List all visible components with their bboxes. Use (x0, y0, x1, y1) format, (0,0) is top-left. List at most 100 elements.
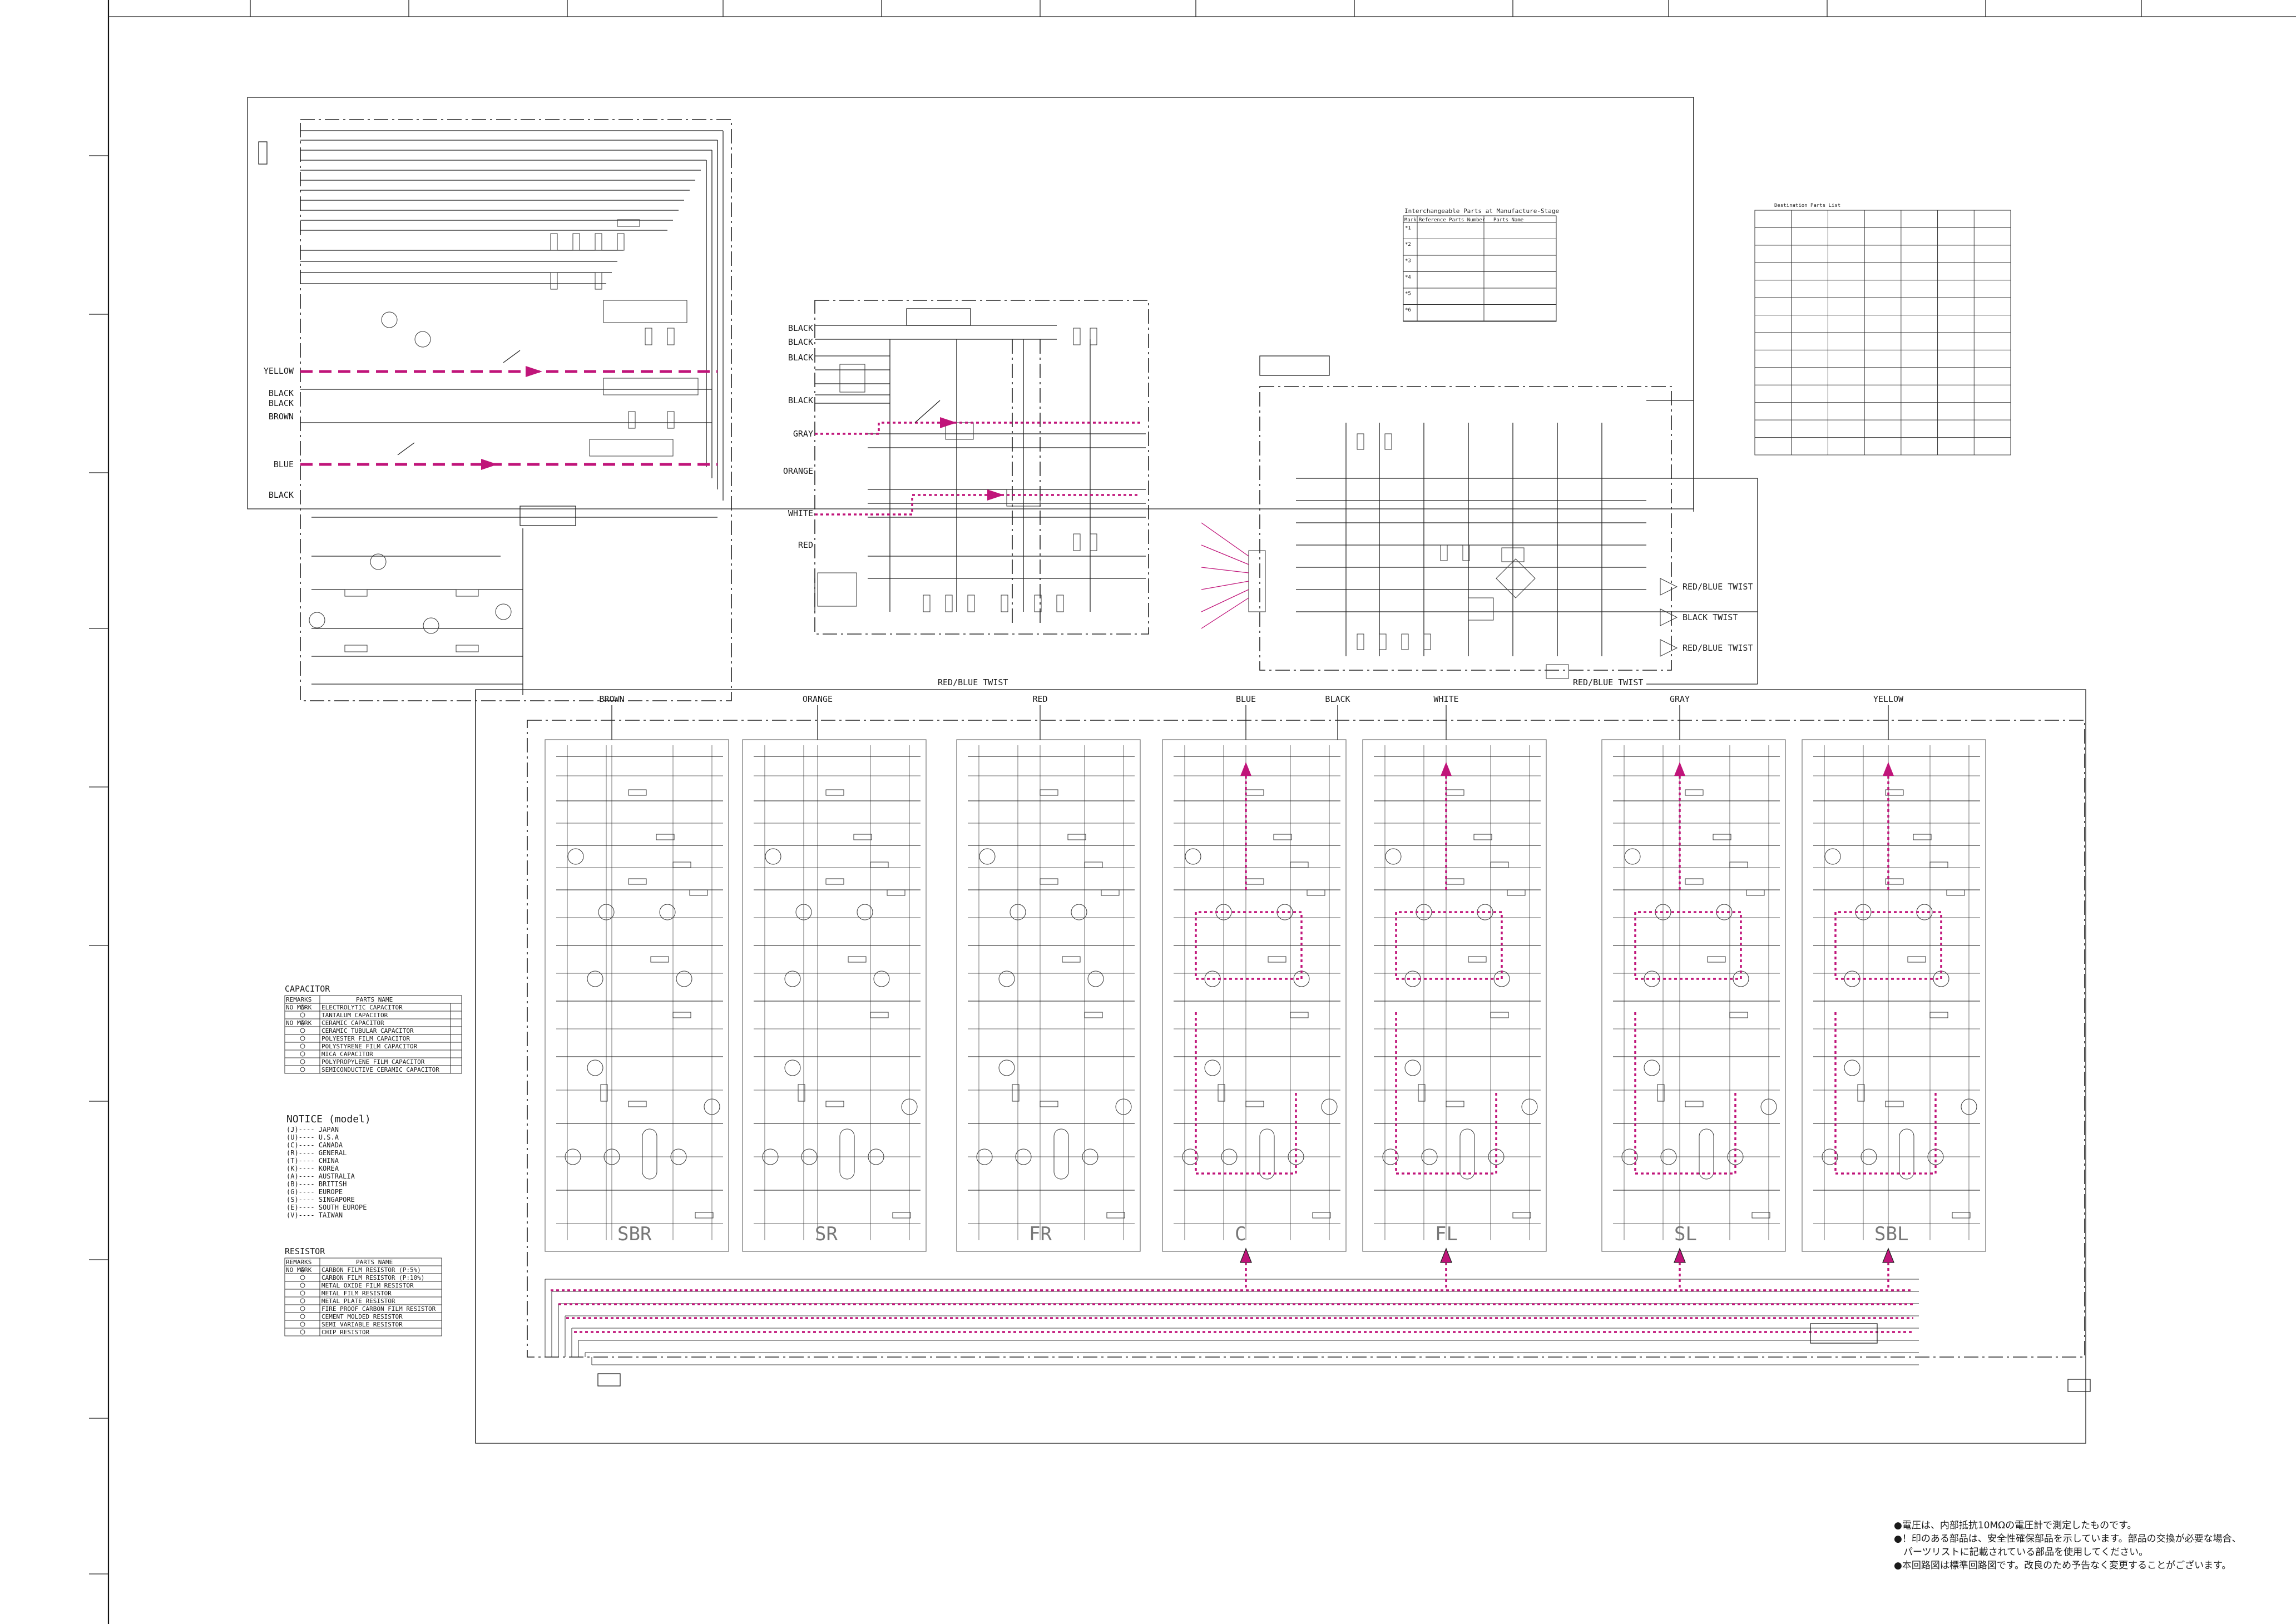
destination-table-title: Destination Parts List (1774, 203, 1840, 209)
capacitor-name-4: POLYESTER FILM CAPACITOR (321, 1035, 410, 1042)
notice-title: NOTICE (model) (286, 1113, 371, 1125)
amp-input-label-7: YELLOW (1873, 694, 1904, 704)
notice-item-5: (K)---- KOREA (286, 1165, 339, 1172)
input-wire-black-1: BLACK (269, 388, 294, 398)
channel-block-sbl: SBL (1802, 739, 1986, 1252)
capacitor-legend-header-remarks: REMARKS (286, 996, 311, 1003)
resistor-legend-title: RESISTOR (285, 1246, 325, 1256)
notice-item-2: (C)---- CANADA (286, 1141, 343, 1149)
interchangeable-row-mark-0: *1 (1405, 226, 1411, 231)
channel-block-fl: FL (1362, 739, 1547, 1252)
twist-label-red-blue-2: RED/BLUE TWIST (1683, 643, 1753, 653)
mid-wire-gray: GRAY (793, 429, 813, 439)
amp-input-label-1: ORANGE (803, 694, 833, 704)
capacitor-remark-0: NO MARK (286, 1004, 312, 1011)
interchangeable-parts-table: Interchangeable Parts at Manufacture-Sta… (1403, 207, 1559, 322)
channel-block-fr: FR (956, 739, 1141, 1252)
destination-parts-table: Destination Parts List (1754, 203, 2011, 455)
interchangeable-row-mark-1: *2 (1405, 242, 1411, 247)
twist-label-black: BLACK TWIST (1683, 612, 1738, 622)
mid-wire-black-4: BLACK (788, 395, 813, 405)
channel-block-sbr: SBR (545, 739, 729, 1252)
notice-item-7: (B)---- BRITISH (286, 1180, 347, 1188)
input-wire-black-3: BLACK (269, 490, 294, 500)
notice-item-10: (E)---- SOUTH EUROPE (286, 1204, 367, 1211)
rectifier-board: RED/BLUE TWIST BLACK TWIST RED/BLUE TWIS… (938, 97, 1758, 687)
capacitor-name-5: POLYSTYRENE FILM CAPACITOR (321, 1043, 418, 1050)
resistor-remark-0: NO MARK (286, 1266, 312, 1274)
twist-label-center: RED/BLUE TWIST (1573, 677, 1643, 687)
jp-note-1: ●電圧は、内部抵抗10MΩの電圧計で測定したものです。 (1894, 1520, 2136, 1531)
channel-label-sl: SL (1674, 1223, 1697, 1245)
interchangeable-row-mark-3: *4 (1405, 275, 1411, 280)
notice-item-3: (R)---- GENERAL (286, 1149, 347, 1157)
notice-item-4: (T)---- CHINA (286, 1157, 339, 1165)
notice-item-9: (S)---- SINGAPORE (286, 1196, 355, 1204)
interchangeable-row-mark-5: *6 (1405, 308, 1411, 313)
input-wire-yellow: YELLOW (264, 366, 294, 376)
interchangeable-header-ref: Reference Parts Number (1419, 217, 1486, 223)
capacitor-remark-2: NO MARK (286, 1019, 312, 1027)
notice-item-6: (A)---- AUSTRALIA (286, 1172, 355, 1180)
resistor-name-2: METAL OXIDE FILM RESISTOR (321, 1282, 414, 1289)
amp-input-label-4: BLACK (1325, 694, 1350, 704)
resistor-name-4: METAL PLATE RESISTOR (321, 1298, 395, 1305)
resistor-name-7: SEMI VARIABLE RESISTOR (321, 1321, 403, 1328)
capacitor-name-6: MICA CAPACITOR (321, 1051, 373, 1058)
capacitor-name-7: POLYPROPYLENE FILM CAPACITOR (321, 1058, 425, 1066)
interchangeable-table-title: Interchangeable Parts at Manufacture-Sta… (1404, 207, 1559, 215)
channel-label-fl: FL (1435, 1223, 1458, 1245)
channel-label-sbr: SBR (617, 1223, 652, 1245)
power-amp-board: SBR SR FR C FL SL SBL BROWN ORANGE RED BLUE BLACK WH… (475, 689, 2091, 1444)
mid-wire-black-3: BLACK (788, 353, 813, 363)
interchangeable-header-name: Parts Name (1493, 217, 1523, 223)
amp-input-label-2: RED (1032, 694, 1047, 704)
interchangeable-row-mark-2: *3 (1405, 259, 1411, 264)
notice-block: NOTICE (model) (J)---- JAPAN(U)---- U.S.… (286, 1113, 371, 1219)
channel-label-sbl: SBL (1874, 1223, 1908, 1245)
jp-note-2: ●！印のある部品は、安全性確保部品を示しています。部品の交換が必要な場合、 (1894, 1533, 2241, 1544)
channel-label-fr: FR (1029, 1223, 1052, 1245)
capacitor-name-3: CERAMIC TUBULAR CAPACITOR (321, 1027, 414, 1034)
input-wire-blue: BLUE (274, 459, 294, 469)
notice-item-0: (J)---- JAPAN (286, 1126, 339, 1133)
selector-board: BLACK BLACK BLACK BLACK GRAY ORANGE WHIT… (617, 219, 1149, 635)
signal-path-white (815, 494, 1140, 516)
mid-wire-orange: ORANGE (783, 466, 813, 476)
signal-path-gray (815, 422, 1140, 435)
capacitor-legend-header-name: PARTS NAME (356, 996, 393, 1003)
amp-input-label-6: GRAY (1670, 694, 1690, 704)
mid-wire-white: WHITE (788, 508, 813, 518)
resistor-legend-header-name: PARTS NAME (356, 1259, 393, 1266)
twist-label-upper: RED/BLUE TWIST (938, 677, 1008, 687)
resistor-name-0: CARBON FILM RESISTOR (P:5%) (321, 1266, 421, 1274)
input-board: YELLOW BLACK BLACK BROWN BLUE BLACK (247, 97, 1694, 701)
japanese-notes: ●電圧は、内部抵抗10MΩの電圧計で測定したものです。 ●！印のある部品は、安全… (1894, 1520, 2241, 1571)
resistor-name-6: CEMENT MOLDED RESISTOR (321, 1313, 403, 1320)
twist-label-red-blue-1: RED/BLUE TWIST (1683, 582, 1753, 592)
amp-input-label-0: BROWN (599, 694, 624, 704)
input-wire-brown: BROWN (269, 412, 294, 422)
channel-label-sr: SR (815, 1223, 838, 1245)
amp-input-label-3: BLUE (1236, 694, 1256, 704)
mid-wire-black-2: BLACK (788, 337, 813, 347)
sheet-frame (89, 0, 2296, 1624)
jp-note-3: パーツリストに記載されている部品を使用してください。 (1894, 1546, 2148, 1558)
notice-item-8: (G)---- EUROPE (286, 1188, 343, 1196)
capacitor-name-2: CERAMIC CAPACITOR (321, 1019, 384, 1027)
mid-wire-black-1: BLACK (788, 323, 813, 333)
resistor-legend-header-remarks: REMARKS (286, 1259, 311, 1266)
input-wire-black-2: BLACK (269, 398, 294, 408)
interchangeable-header-mark: Mark (1404, 217, 1417, 223)
resistor-name-8: CHIP RESISTOR (321, 1329, 369, 1336)
resistor-name-1: CARBON FILM RESISTOR (P:10%) (321, 1274, 424, 1281)
channel-label-c: C (1235, 1223, 1246, 1245)
interchangeable-row-mark-4: *5 (1405, 291, 1411, 297)
jp-note-4: ●本回路図は標準回路図です。改良のため予告なく変更することがございます。 (1894, 1559, 2231, 1571)
channel-block-sr: SR (742, 739, 927, 1252)
capacitor-name-1: TANTALUM CAPACITOR (321, 1012, 388, 1019)
channel-block-c: C (1162, 739, 1347, 1252)
amp-input-label-5: WHITE (1433, 694, 1458, 704)
